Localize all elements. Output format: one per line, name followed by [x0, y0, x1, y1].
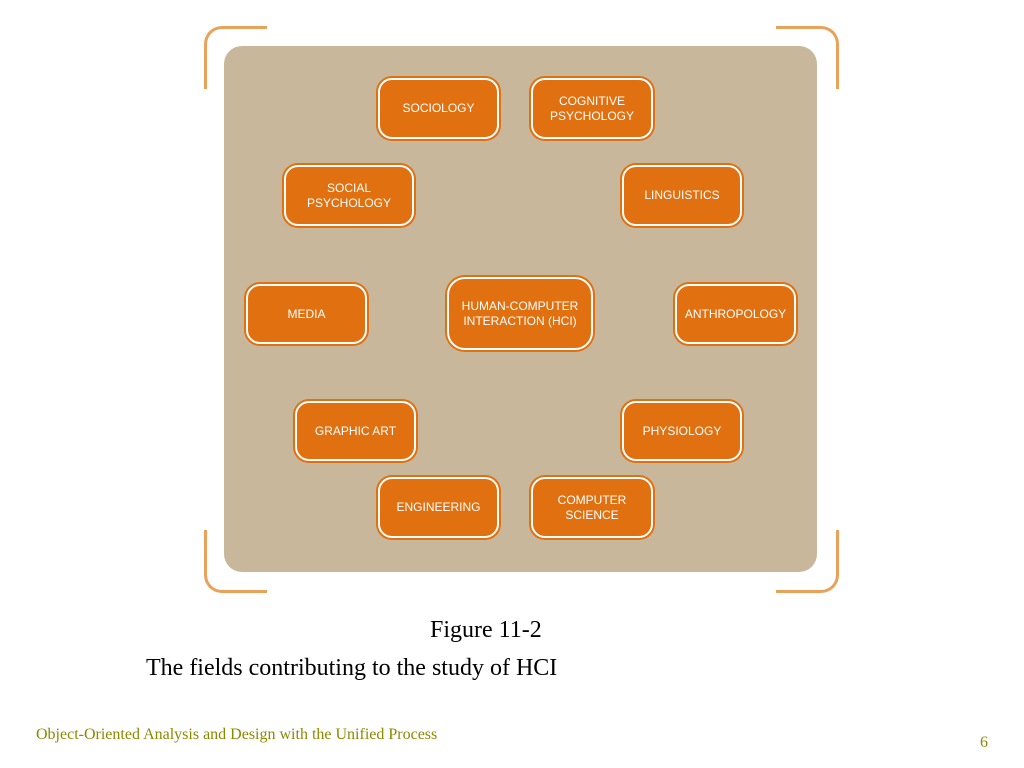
field-node-anthropology: ANTHROPOLOGY	[675, 284, 796, 344]
field-node-sociology: SOCIOLOGY	[378, 78, 499, 139]
frame-corner-top-right	[776, 26, 839, 89]
figure-label: Figure 11-2	[430, 617, 542, 643]
center-node-hci: HUMAN-COMPUTER INTERACTION (HCI)	[447, 277, 593, 350]
field-node-engineering: ENGINEERING	[378, 477, 499, 538]
frame-corner-top-left	[204, 26, 267, 89]
field-node-linguistics: LINGUISTICS	[622, 165, 742, 226]
field-node-cognitive-psychology: COGNITIVE PSYCHOLOGY	[531, 78, 653, 139]
field-node-physiology: PHYSIOLOGY	[622, 401, 742, 461]
page-number: 6	[980, 734, 988, 751]
field-node-social-psychology: SOCIAL PSYCHOLOGY	[284, 165, 414, 226]
field-node-graphic-art: GRAPHIC ART	[295, 401, 416, 461]
footer-title: Object-Oriented Analysis and Design with…	[36, 726, 438, 743]
frame-corner-bottom-left	[204, 530, 267, 593]
figure-description: The fields contributing to the study of …	[146, 655, 558, 681]
frame-corner-bottom-right	[776, 530, 839, 593]
field-node-computer-science: COMPUTER SCIENCE	[531, 477, 653, 538]
field-node-media: MEDIA	[246, 284, 367, 344]
